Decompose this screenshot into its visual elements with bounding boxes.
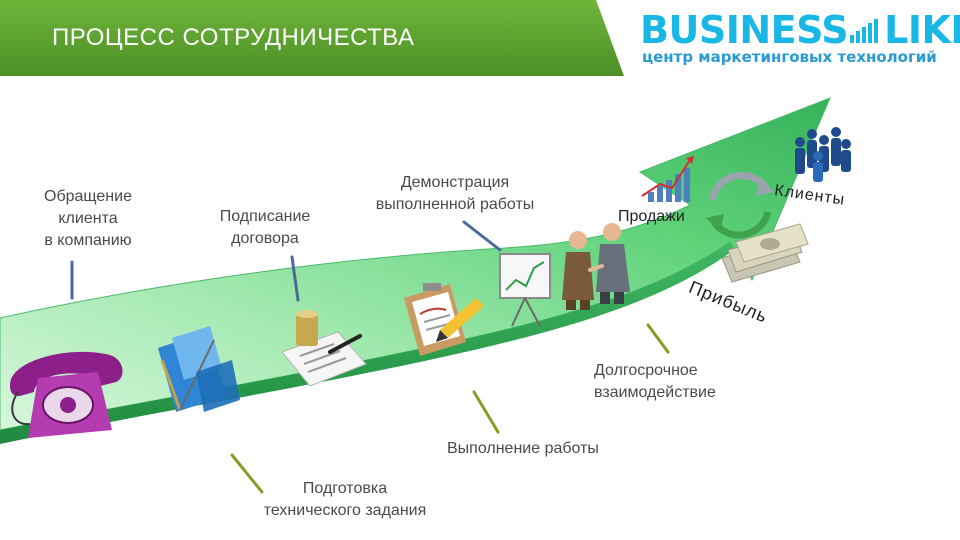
step-label-work-execution: Выполнение работы bbox=[447, 440, 599, 457]
handshake-icon bbox=[562, 223, 630, 310]
pointer-lines bbox=[70, 220, 502, 302]
step-label-client-request: Обращение клиента в компанию bbox=[44, 188, 132, 249]
page-title: ПРОЦЕСС СОТРУДНИЧЕСТВА bbox=[52, 24, 415, 51]
step-label-long-term: Долгосрочное взаимодействие bbox=[594, 362, 716, 401]
sales-growth-chart-icon bbox=[641, 156, 694, 202]
cycle-arrows-icon bbox=[706, 171, 774, 239]
outcome-sales-label: Продажи bbox=[618, 208, 685, 225]
step-label-demonstration: Демонстрация выполненной работы bbox=[375, 174, 535, 213]
step-label-technical-spec: Подготовка технического задания bbox=[263, 480, 427, 519]
brand-logo-right: LIKE bbox=[884, 8, 960, 52]
contract-signing-icon bbox=[281, 310, 367, 387]
bar-chart-logo-icon bbox=[850, 19, 879, 43]
clipboard-pencil-icon bbox=[404, 283, 484, 356]
telephone-icon bbox=[10, 351, 123, 438]
header-banner bbox=[0, 0, 624, 76]
money-stack-icon bbox=[721, 223, 809, 283]
brand-logo-left: BUSINESS bbox=[640, 8, 849, 52]
pointer-lines-lower bbox=[230, 323, 670, 494]
brand-tagline: центр маркетинговых технологий bbox=[642, 48, 937, 66]
blueprint-icon bbox=[158, 326, 240, 412]
presentation-board-icon bbox=[499, 253, 551, 327]
clients-group-icon bbox=[795, 127, 851, 182]
brand-logo: BUSINESS LIKE bbox=[640, 8, 960, 52]
step-label-contract-signing: Подписание договора bbox=[219, 208, 311, 247]
